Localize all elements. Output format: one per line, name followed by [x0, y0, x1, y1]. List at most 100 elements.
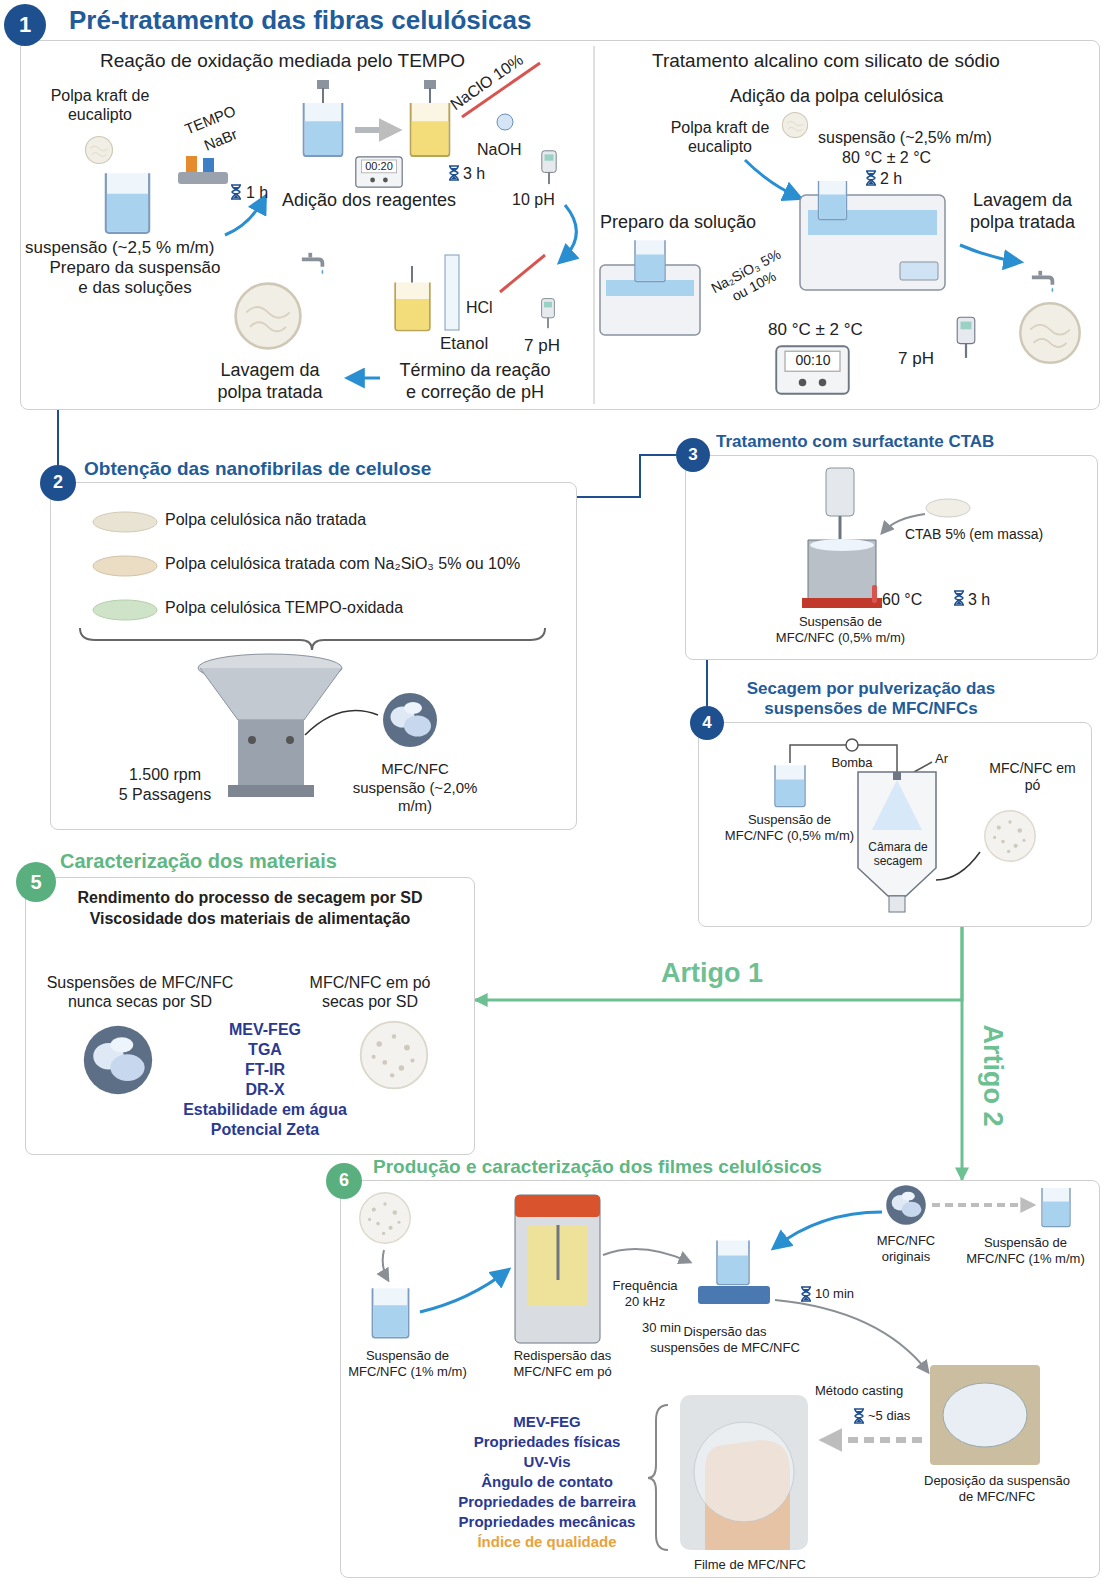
step-number-circle: 2: [40, 465, 76, 501]
panel2-art: [93, 600, 157, 620]
text-label: 7 pH: [898, 349, 953, 369]
text-label: Polpa celulósica TEMPO-oxidada: [165, 598, 545, 617]
panel3-art: [808, 540, 876, 605]
panel6-art: [360, 1193, 410, 1243]
text-label: 1 h: [246, 183, 286, 202]
panel1-art: [86, 46, 1080, 404]
text-label: UV-Vis: [452, 1453, 642, 1471]
panel2-art: [383, 693, 437, 747]
text-label: Viscosidade dos materiais de alimentação: [30, 909, 470, 928]
panel5-art: [84, 1026, 152, 1094]
text-label: Adição da polpa celulósica: [730, 86, 1000, 108]
panel1-art: [635, 240, 665, 281]
panel4-art: [914, 762, 932, 772]
panel1-art: [900, 262, 938, 280]
panel1-art: [203, 158, 214, 172]
text-label: MEV-FEG: [452, 1413, 642, 1431]
edge-label: Artigo 1: [645, 958, 779, 989]
text-label: TGA: [165, 1040, 365, 1059]
step-number: 1: [19, 12, 31, 38]
step-number-circle: 5: [16, 862, 56, 902]
panel1-art: [782, 112, 807, 137]
panel5-art: [361, 1022, 428, 1089]
panel1-art: [355, 127, 393, 133]
panel1-art: [304, 103, 343, 156]
text-label: MFC/NFC originais: [866, 1233, 946, 1264]
panel1-art: [960, 245, 1020, 262]
panel-heading: Tratamento com surfactante CTAB: [716, 432, 1096, 452]
text-label: FT-IR: [165, 1060, 365, 1079]
panel6-art: [943, 1383, 1027, 1447]
text-label: Preparo da solução: [600, 212, 770, 234]
panel6-art: [557, 1225, 560, 1280]
text-label: 3 h: [463, 164, 503, 183]
text-label: MEV-FEG: [165, 1020, 365, 1039]
step-number: 4: [702, 713, 711, 733]
panel1-art: [231, 185, 241, 199]
panel1-art: [106, 173, 149, 233]
text-label: Polpa celulósica tratada com Na₂SiO₃ 5% …: [165, 554, 565, 573]
panel-heading: Caracterização dos materiais: [60, 849, 480, 873]
step-number: 2: [53, 472, 63, 494]
panel3-art: [954, 591, 964, 605]
panel4-art: [790, 745, 897, 772]
text-label: 5 Passagens: [110, 785, 220, 804]
text-label: Propriedades de barreira: [452, 1493, 642, 1511]
text-label: 10 min: [815, 1286, 870, 1302]
connector: [475, 927, 962, 1000]
panel4-art: [775, 765, 805, 806]
text-label: Ar: [935, 751, 965, 767]
panel3-art: [872, 585, 877, 603]
connector: [57, 410, 59, 465]
panel2-art: [93, 556, 157, 576]
panel4-art: [893, 772, 901, 780]
panel2-art: [228, 785, 314, 797]
text-label: Etanol: [440, 334, 505, 354]
connector: [961, 927, 964, 1180]
panel6-art: [515, 1195, 600, 1343]
text-label: Propriedades mecânicas: [452, 1513, 642, 1531]
panel1-art: [424, 80, 436, 89]
panel2-art: [238, 720, 304, 786]
text-label: Tratamento alcalino com silicato de sódi…: [652, 50, 1097, 73]
panel1-art: [606, 280, 694, 296]
text-label: Deposição da suspensão de MFC/NFC: [922, 1473, 1072, 1504]
text-label: Bomba: [828, 755, 876, 771]
panel1-art: [317, 80, 329, 89]
panel6-art: [775, 1300, 928, 1372]
panel1-art: [178, 172, 228, 184]
text-label: 60 °C: [882, 590, 942, 609]
text-label: DR-X: [165, 1080, 365, 1099]
text-label: Rendimento do processo de secagem por SD: [30, 888, 470, 907]
panel4-art: [985, 811, 1035, 861]
panel6-art: [828, 1437, 922, 1443]
text-label: MFC/NFC em pó secas por SD: [300, 973, 440, 1011]
text-label: Suspensões de MFC/NFC nunca secas por SD: [45, 973, 235, 1011]
panel1-art: [236, 284, 301, 349]
panel1-art: [866, 171, 876, 185]
panel-heading: Pré-tratamento das fibras celulósicas: [69, 5, 709, 36]
text-label: MFC/NFC em pó: [985, 760, 1080, 794]
panel4-art: [858, 772, 936, 896]
text-label: Propriedades físicas: [452, 1433, 642, 1451]
text-label: Polpa celulósica não tratada: [165, 510, 545, 529]
text-label: Na₂SiO₃ 5% ou 10%: [702, 243, 797, 315]
panel1-art: [497, 114, 513, 130]
text-label: Polpa kraft de eucalipto: [665, 118, 775, 156]
panel6-art: [373, 1288, 409, 1338]
panel3-art: [810, 539, 874, 551]
panel6-art: [1042, 1188, 1070, 1227]
panel4-art: [872, 780, 922, 830]
text-label: Índice de qualidade: [452, 1533, 642, 1551]
text-label: 00:10: [786, 352, 840, 369]
panel6-art: [603, 1249, 690, 1262]
text-label: Preparo da suspensão e das soluções: [45, 258, 225, 299]
panel1-art: [225, 197, 265, 235]
panel6-art: [717, 1240, 749, 1284]
text-label: suspensão (~2,0% m/m): [335, 779, 495, 815]
panel1-art: [445, 255, 459, 330]
panel-heading: Obtenção das nanofibrilas de celulose: [84, 458, 564, 481]
text-label: Potencial Zeta: [165, 1120, 365, 1139]
panel4-art: [936, 852, 980, 880]
panel1-art: [819, 181, 847, 220]
